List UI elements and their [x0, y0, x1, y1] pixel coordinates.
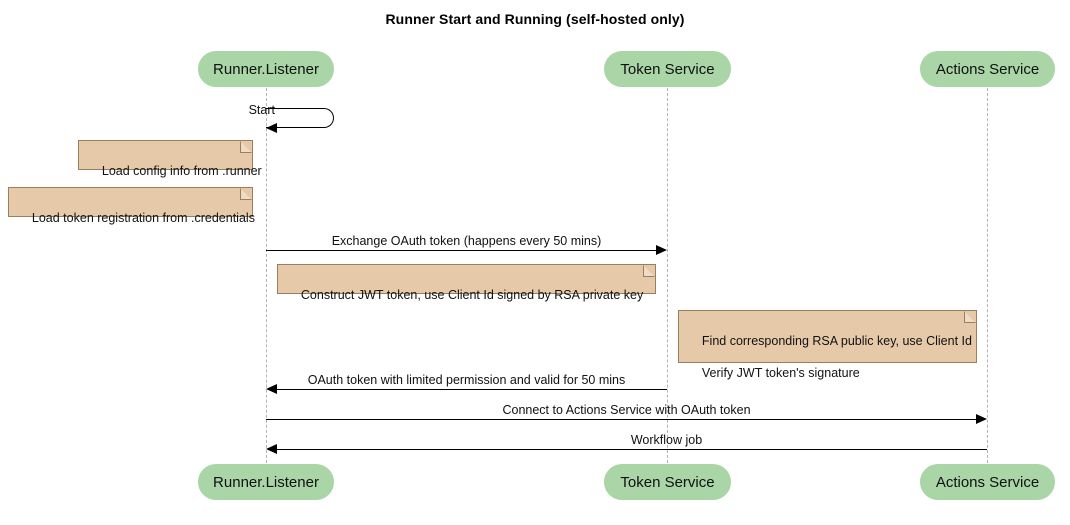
note-text: Load config info from .runner: [101, 164, 262, 178]
arrowhead-exchange-oauth-token: [656, 245, 667, 255]
participant-actions-service-bottom[interactable]: Actions Service: [920, 464, 1055, 500]
self-message-loop-start: [266, 108, 334, 128]
note-verify-jwt-signature: Find corresponding RSA public key, use C…: [678, 310, 977, 380]
note-construct-jwt-token: Construct JWT token, use Client Id signe…: [277, 264, 656, 302]
note-text: Construct JWT token, use Client Id signe…: [300, 288, 644, 302]
participant-label: Runner.Listener: [213, 473, 319, 491]
lifeline-token-service: [667, 88, 668, 463]
arrowhead-oauth-token-response: [266, 384, 277, 394]
lifeline-actions-service: [987, 88, 988, 463]
arrowhead-start: [266, 123, 277, 133]
message-label-connect-actions-service: Connect to Actions Service with OAuth to…: [502, 403, 751, 417]
message-label-oauth-token-response: OAuth token with limited permission and …: [307, 373, 626, 387]
note-text: Load token registration from .credential…: [31, 211, 255, 225]
message-label-exchange-oauth-token: Exchange OAuth token (happens every 50 m…: [331, 234, 602, 248]
participant-label: Runner.Listener: [213, 60, 319, 78]
message-label-workflow-job: Workflow job: [630, 433, 703, 447]
participant-runner-listener-bottom[interactable]: Runner.Listener: [198, 464, 334, 500]
message-line-workflow-job: [277, 449, 987, 450]
diagram-title: Runner Start and Running (self-hosted on…: [385, 11, 685, 27]
participant-label: Actions Service: [935, 473, 1040, 491]
participant-token-service-top[interactable]: Token Service: [604, 51, 731, 87]
note-fold-icon: [964, 311, 976, 323]
lifeline-runner-listener: [266, 88, 267, 463]
note-text-line-2: Verify JWT token's signature: [701, 366, 860, 380]
note-fold-icon: [240, 141, 252, 153]
message-line-oauth-token-response: [277, 389, 667, 390]
arrowhead-workflow-job: [266, 444, 277, 454]
message-line-connect-actions-service: [266, 419, 976, 420]
participant-actions-service-top[interactable]: Actions Service: [920, 51, 1055, 87]
participant-runner-listener-top[interactable]: Runner.Listener: [198, 51, 334, 87]
participant-label: Token Service: [620, 473, 715, 491]
note-fold-icon: [240, 188, 252, 200]
message-label-start: Start: [248, 103, 275, 117]
participant-label: Token Service: [620, 60, 715, 78]
note-fold-icon: [643, 265, 655, 277]
arrowhead-connect-actions-service: [976, 414, 987, 424]
participant-token-service-bottom[interactable]: Token Service: [604, 464, 731, 500]
note-load-token-registration: Load token registration from .credential…: [8, 187, 255, 225]
note-text-line-1: Find corresponding RSA public key, use C…: [701, 334, 972, 348]
message-line-exchange-oauth-token: [266, 250, 656, 251]
note-load-config: Load config info from .runner: [78, 140, 262, 178]
participant-label: Actions Service: [935, 60, 1040, 78]
